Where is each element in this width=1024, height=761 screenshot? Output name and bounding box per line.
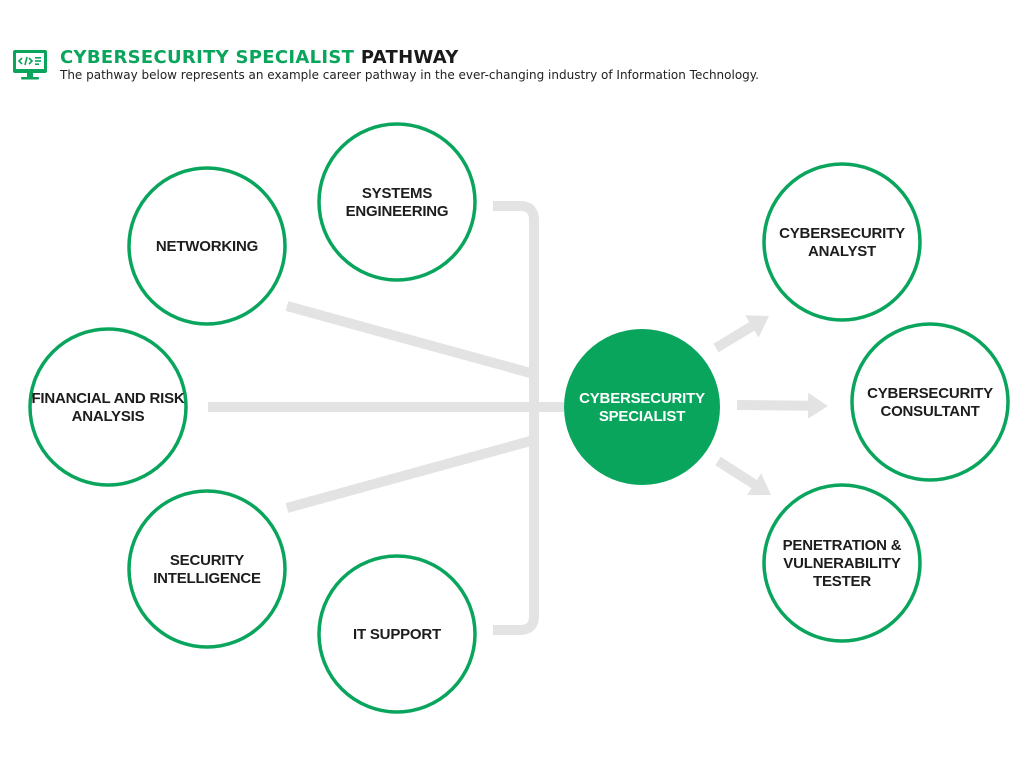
node-networking: NETWORKING — [127, 166, 287, 326]
arrow-to-analyst-shaft — [713, 322, 755, 353]
arrow-group — [713, 315, 828, 496]
node-label-penetration-vulnerability-tester: VULNERABILITY — [783, 555, 901, 572]
connector-bracket — [493, 201, 539, 635]
node-circle-networking — [127, 166, 287, 326]
node-label-cybersecurity-specialist: SPECIALIST — [599, 408, 685, 425]
connector-lines — [208, 201, 564, 635]
node-label-cybersecurity-analyst: CYBERSECURITY — [779, 225, 905, 242]
page-title: CYBERSECURITY SPECIALIST PATHWAY — [60, 47, 459, 69]
node-label-cybersecurity-specialist: CYBERSECURITY — [579, 390, 705, 407]
arrow-to-tester-shaft — [715, 456, 757, 489]
title-accent: PATHWAY — [360, 47, 459, 68]
node-circle-cybersecurity-specialist — [564, 329, 720, 485]
node-label-systems-engineering: SYSTEMS — [362, 185, 432, 202]
node-circle-cybersecurity-analyst — [762, 162, 922, 322]
node-label-cybersecurity-consultant: CYBERSECURITY — [867, 385, 993, 402]
arrow-to-consultant-head — [807, 392, 828, 419]
node-it-support: IT SUPPORT — [317, 554, 477, 714]
node-circle-penetration-vulnerability-tester — [762, 483, 922, 643]
arrow-to-analyst-head — [745, 315, 769, 338]
node-label-financial-risk-analysis: FINANCIAL AND RISK — [31, 390, 184, 407]
node-label-it-support: IT SUPPORT — [353, 626, 441, 643]
connector-networking — [285, 301, 536, 379]
node-circle-security-intelligence — [127, 489, 287, 649]
page-header: CYBERSECURITY SPECIALIST PATHWAY The pat… — [12, 44, 1012, 86]
node-label-security-intelligence: INTELLIGENCE — [153, 570, 261, 587]
node-label-cybersecurity-consultant: CONSULTANT — [880, 403, 979, 420]
node-circle-cybersecurity-consultant — [850, 322, 1010, 482]
node-label-penetration-vulnerability-tester: PENETRATION & — [783, 537, 902, 554]
title-main: CYBERSECURITY SPECIALIST — [60, 47, 355, 68]
node-label-cybersecurity-analyst: ANALYST — [808, 243, 876, 260]
node-circle-financial-risk-analysis — [28, 327, 188, 487]
node-label-systems-engineering: ENGINEERING — [346, 203, 449, 220]
arrow-to-consultant-shaft — [736, 400, 809, 411]
node-label-security-intelligence: SECURITY — [170, 552, 244, 569]
node-label-financial-risk-analysis: ANALYSIS — [72, 408, 145, 425]
node-circle-it-support — [317, 554, 477, 714]
node-label-penetration-vulnerability-tester: TESTER — [813, 573, 871, 590]
connector-security-intelligence — [285, 435, 536, 513]
computer-code-icon — [13, 50, 47, 80]
node-label-networking: NETWORKING — [156, 238, 258, 255]
page-subtitle: The pathway below represents an example … — [60, 68, 759, 82]
arrow-to-tester-head — [747, 473, 771, 496]
node-circle-systems-engineering — [317, 122, 477, 282]
